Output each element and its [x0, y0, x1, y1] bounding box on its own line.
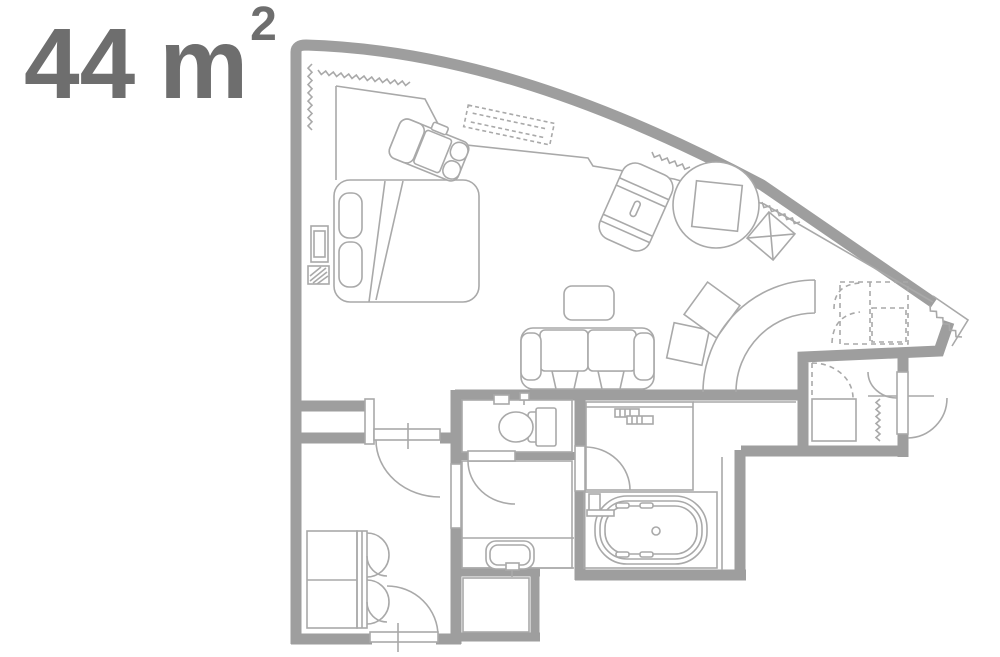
outer-wall-left-and-curved-top [290, 39, 938, 644]
overhead-cabinet-dashed [811, 362, 854, 399]
bedside-panel [310, 225, 329, 263]
bifold-door-arc [366, 532, 390, 578]
door-leaf [369, 631, 439, 643]
toilet-tank [535, 407, 557, 447]
shoe-bench [811, 362, 857, 442]
pillow [338, 241, 363, 288]
zigzag-window-icon [874, 398, 882, 442]
walls [290, 39, 955, 645]
built-in-wardrobe [831, 281, 909, 345]
inner-wall-lines [335, 85, 970, 633]
wall-entry-top-bars [291, 400, 458, 444]
faucet [505, 562, 520, 571]
zigzag-window-icon [929, 304, 963, 338]
bifold-door-arc [366, 579, 390, 625]
entrance-door [369, 585, 439, 652]
bathtub [583, 491, 718, 569]
area-unit: m [159, 8, 249, 120]
wall-service-shaft [452, 567, 540, 642]
shower-room-topline [586, 401, 796, 408]
switch-panel [307, 265, 330, 285]
tub-faucet [588, 493, 601, 512]
coffee-table [563, 285, 615, 321]
luggage-rack [745, 210, 797, 262]
entrance-double-door [867, 371, 948, 439]
hall-wall-slot [364, 398, 375, 445]
tub-jet [639, 551, 654, 558]
service-shaft-inner [462, 577, 530, 633]
toilet-room-inner [461, 399, 573, 453]
bathroom-door [574, 445, 631, 492]
zigzag-window-icon [306, 63, 314, 131]
curved-partition [702, 279, 816, 393]
area-value: 44 [24, 8, 136, 120]
toilet-bowl [498, 411, 534, 443]
door-leaf [896, 371, 909, 435]
outer-wall-right-corner [797, 320, 955, 453]
window-zigzags [306, 63, 963, 442]
tub-drain [651, 526, 661, 536]
zigzag-window-icon [761, 201, 801, 225]
door-leaf [574, 445, 586, 492]
pillow [338, 192, 363, 239]
shower-room-inner [585, 401, 694, 491]
blanket-fold [368, 180, 404, 303]
round-table [672, 161, 760, 249]
shower-panel [614, 408, 654, 425]
armchair-with-ottoman [388, 118, 470, 182]
washbasin [462, 537, 574, 577]
tub-platform [583, 491, 718, 569]
entry-closet [306, 530, 390, 629]
tub-handrail [586, 509, 615, 517]
wall-control [519, 392, 530, 401]
hall-door [373, 423, 441, 498]
washroom-door [467, 450, 516, 505]
zigzag-window-icon [651, 151, 691, 171]
tub-jet [615, 502, 630, 509]
floor-cushion [665, 321, 711, 367]
zigzag-window-icon [317, 69, 411, 87]
sofa [520, 327, 655, 390]
area-superscript: 2 [250, 0, 277, 51]
chaise-lounge [598, 162, 674, 252]
pocket-door-frame [450, 463, 462, 529]
toilet [493, 392, 557, 447]
tub-jet [639, 502, 654, 509]
tub-jet [615, 551, 630, 558]
door-leaf [373, 428, 441, 441]
door-leaf [467, 450, 516, 462]
overhead-storage [462, 104, 556, 146]
paper-holder [493, 394, 510, 405]
double-bed [333, 179, 480, 303]
